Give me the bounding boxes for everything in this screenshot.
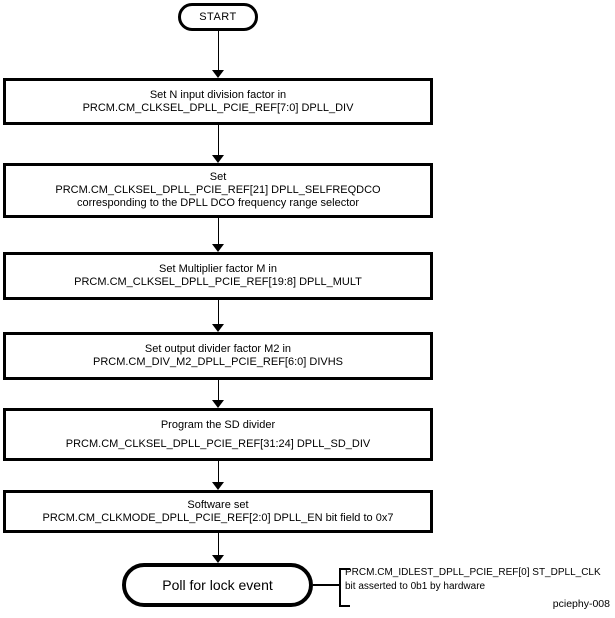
- flow-arrow-line: [218, 218, 219, 244]
- end-node: Poll for lock event: [122, 563, 313, 607]
- process-step-4-line: PRCM.CM_DIV_M2_DPLL_PCIE_REF[6:0] DIVHS: [92, 356, 344, 368]
- process-step-4: Set output divider factor M2 in PRCM.CM_…: [3, 332, 433, 380]
- process-step-2: Set PRCM.CM_CLKSEL_DPLL_PCIE_REF[21] DPL…: [3, 163, 433, 218]
- start-node: START: [178, 3, 258, 31]
- process-step-3: Set Multiplier factor M in PRCM.CM_CLKSE…: [3, 252, 433, 300]
- process-step-2-line: corresponding to the DPLL DCO frequency …: [76, 197, 360, 209]
- process-step-2-line: Set: [209, 171, 227, 183]
- flow-arrow-line: [218, 533, 219, 555]
- process-step-2-line: PRCM.CM_CLKSEL_DPLL_PCIE_REF[21] DPLL_SE…: [55, 184, 381, 196]
- end-node-label: Poll for lock event: [162, 577, 273, 593]
- flow-arrow-line: [218, 380, 219, 400]
- process-step-6-line: Software set: [187, 498, 249, 511]
- flow-arrow-line: [218, 125, 219, 155]
- process-step-1-line: Set N input division factor in: [149, 88, 287, 101]
- flow-arrow-line: [218, 300, 219, 324]
- process-step-5-line: PRCM.CM_CLKSEL_DPLL_PCIE_REF[31:24] DPLL…: [65, 437, 371, 450]
- flow-arrowhead-icon: [212, 155, 224, 163]
- flow-arrowhead-icon: [212, 324, 224, 332]
- process-step-1-line: PRCM.CM_CLKSEL_DPLL_PCIE_REF[7:0] DPLL_D…: [82, 101, 354, 114]
- annotation-bracket: [339, 568, 350, 607]
- annotation-line-1: PRCM.CM_IDLEST_DPLL_PCIE_REF[0] ST_DPLL_…: [345, 567, 601, 578]
- process-step-3-line: Set Multiplier factor M in: [159, 263, 277, 275]
- process-step-1: Set N input division factor in PRCM.CM_C…: [3, 78, 433, 125]
- annotation-connector-line: [313, 584, 339, 586]
- flow-arrowhead-icon: [212, 555, 224, 563]
- flow-arrowhead-icon: [212, 400, 224, 408]
- flow-arrow-line: [218, 461, 219, 482]
- figure-id-label: pciephy-008: [552, 598, 610, 610]
- start-node-label: START: [199, 11, 237, 23]
- flow-arrowhead-icon: [212, 482, 224, 490]
- annotation-line-2: bit asserted to 0b1 by hardware: [345, 581, 486, 592]
- process-step-5-line: Program the SD divider: [160, 418, 276, 431]
- flow-arrowhead-icon: [212, 244, 224, 252]
- process-step-6: Software set PRCM.CM_CLKMODE_DPLL_PCIE_R…: [3, 490, 433, 533]
- process-step-5: Program the SD divider PRCM.CM_CLKSEL_DP…: [3, 408, 433, 461]
- process-step-4-line: Set output divider factor M2 in: [144, 343, 292, 355]
- flow-arrowhead-icon: [212, 70, 224, 78]
- process-step-3-line: PRCM.CM_CLKSEL_DPLL_PCIE_REF[19:8] DPLL_…: [74, 276, 362, 288]
- process-step-6-line: PRCM.CM_CLKMODE_DPLL_PCIE_REF[2:0] DPLL_…: [42, 511, 394, 524]
- flow-arrow-line: [218, 30, 219, 70]
- annotation: PRCM.CM_IDLEST_DPLL_PCIE_REF[0] ST_DPLL_…: [345, 566, 601, 594]
